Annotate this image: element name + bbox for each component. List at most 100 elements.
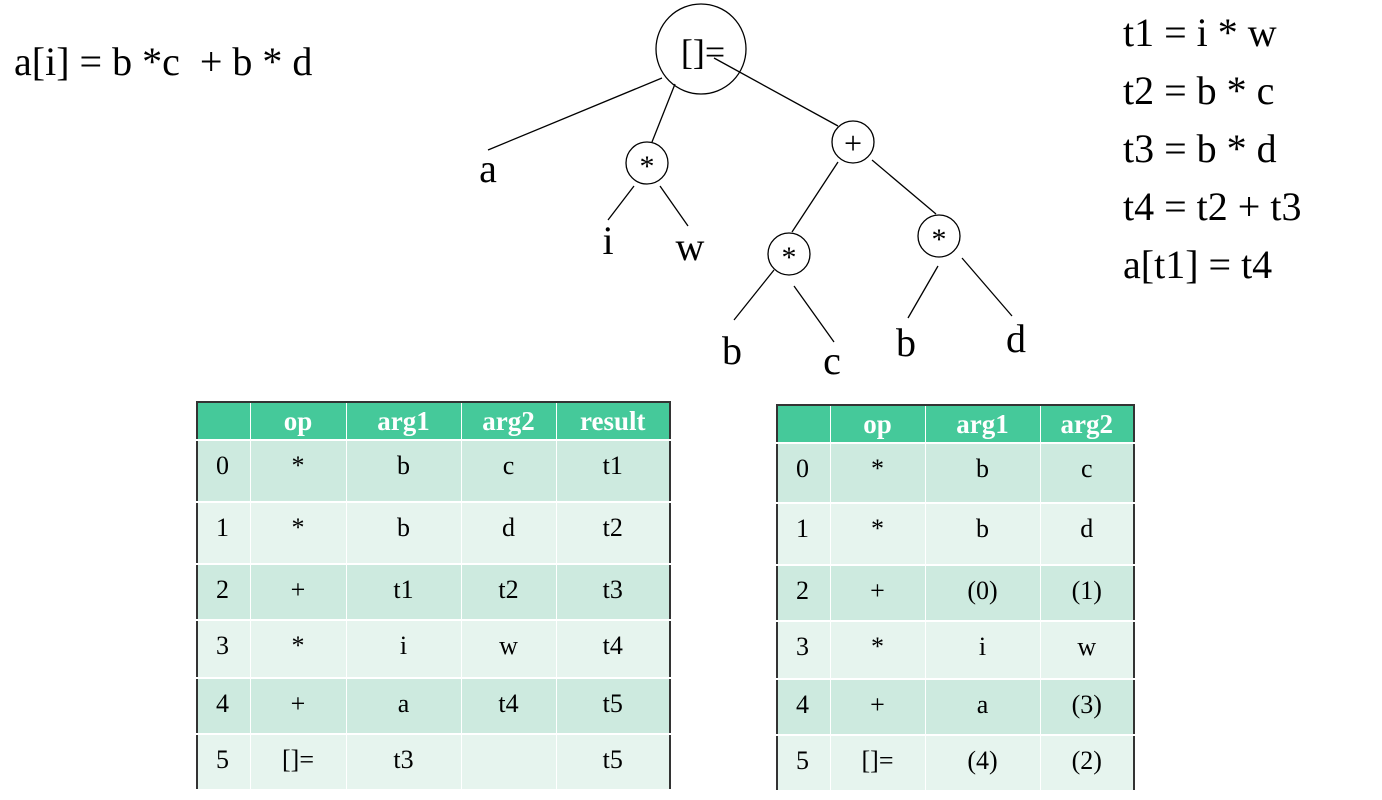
- cell-op: *: [830, 443, 926, 504]
- row-index: 5: [777, 735, 831, 792]
- tac-line: a[t1] = t4: [1123, 242, 1273, 287]
- cell-arg2: [461, 734, 557, 791]
- cell-op: []=: [830, 735, 926, 792]
- cell-arg2: (3): [1040, 679, 1135, 736]
- cell-op: +: [250, 564, 347, 621]
- tac-line: t1 = i * w: [1123, 10, 1277, 55]
- edge-mul3-d: [961, 257, 1013, 317]
- row-index: 4: [197, 678, 251, 735]
- cell-result: t1: [556, 440, 671, 503]
- tree-node-a: a: [479, 146, 497, 191]
- mul2-node-circle: [767, 232, 811, 276]
- cell-op: []=: [250, 734, 347, 791]
- cell-arg1: (4): [925, 735, 1041, 792]
- cell-op: *: [250, 502, 347, 565]
- cell-arg1: a: [925, 679, 1041, 736]
- row-index: 3: [777, 621, 831, 680]
- cell-arg2: t4: [461, 678, 557, 735]
- cell-result: t2: [556, 502, 671, 565]
- edge-plus-mul2: [791, 161, 839, 233]
- triples-table: op arg1 arg2 0 * b c 1 * b d 2 + (0) (1)…: [776, 404, 1135, 792]
- cell-op: *: [830, 621, 926, 680]
- plus-node-circle: [831, 120, 875, 164]
- cell-result: t4: [556, 620, 671, 679]
- row-index: 0: [777, 443, 831, 504]
- cell-result: t5: [556, 678, 671, 735]
- cell-arg2: d: [1040, 503, 1135, 566]
- tree-node-plus: +: [844, 125, 862, 161]
- tree-node-circles: [625, 3, 961, 276]
- edge-root-mul1: [651, 83, 676, 143]
- row-index: 1: [777, 503, 831, 566]
- table-row: 1 * b d t2: [197, 502, 671, 565]
- row-index: 4: [777, 679, 831, 736]
- table-row: 0 * b c: [777, 443, 1135, 504]
- table-row: 3 * i w: [777, 621, 1135, 680]
- cell-arg2: w: [461, 620, 557, 679]
- row-index: 1: [197, 502, 251, 565]
- edge-root-a: [487, 77, 663, 151]
- row-index: 5: [197, 734, 251, 791]
- mul1-node-circle: [625, 141, 669, 185]
- cell-arg2: c: [1040, 443, 1135, 504]
- cell-op: *: [250, 620, 347, 679]
- root-node-circle: [655, 3, 747, 95]
- table-row: 2 + (0) (1): [777, 565, 1135, 622]
- cell-arg2: (1): [1040, 565, 1135, 622]
- row-index: 2: [197, 564, 251, 621]
- tree-node-root: []=: [681, 32, 725, 72]
- table-header-row: op arg1 arg2: [777, 405, 1135, 444]
- table-row: 1 * b d: [777, 503, 1135, 566]
- tree-node-mul2: *: [782, 241, 797, 274]
- row-index: 3: [197, 620, 251, 679]
- cell-arg2: t2: [461, 564, 557, 621]
- edge-mul1-w: [659, 185, 689, 227]
- header-op: op: [250, 402, 347, 441]
- cell-arg1: i: [925, 621, 1041, 680]
- quadruples-table: op arg1 arg2 result 0 * b c t1 1 * b d t…: [196, 401, 671, 791]
- three-address-code: t1 = i * w t2 = b * c t3 = b * d t4 = t2…: [1123, 4, 1301, 294]
- header-op: op: [830, 405, 926, 444]
- tac-line: t2 = b * c: [1123, 68, 1275, 113]
- cell-arg1: b: [925, 503, 1041, 566]
- table-row: 4 + a (3): [777, 679, 1135, 736]
- cell-arg1: i: [346, 620, 462, 679]
- cell-arg1: b: [925, 443, 1041, 504]
- table-row: 4 + a t4 t5: [197, 678, 671, 735]
- edge-plus-mul3: [871, 159, 937, 215]
- cell-arg2: w: [1040, 621, 1135, 680]
- header-arg1: arg1: [925, 405, 1041, 444]
- cell-arg1: b: [346, 502, 462, 565]
- tree-node-w: w: [676, 224, 705, 269]
- tree-node-mul1: *: [640, 150, 655, 183]
- tac-line: t3 = b * d: [1123, 126, 1277, 171]
- header-arg2: arg2: [1040, 405, 1135, 444]
- cell-arg1: (0): [925, 565, 1041, 622]
- cell-arg1: t3: [346, 734, 462, 791]
- cell-arg2: (2): [1040, 735, 1135, 792]
- cell-arg1: a: [346, 678, 462, 735]
- tree-node-c: c: [823, 338, 841, 383]
- cell-result: t5: [556, 734, 671, 791]
- source-expression: a[i] = b *c + b * d: [14, 39, 313, 84]
- mul3-node-circle: [917, 214, 961, 258]
- tac-line: t4 = t2 + t3: [1123, 184, 1302, 229]
- header-index: [197, 402, 251, 441]
- header-result: result: [556, 402, 671, 441]
- cell-op: +: [250, 678, 347, 735]
- table-row: 2 + t1 t2 t3: [197, 564, 671, 621]
- edge-root-plus: [713, 57, 839, 127]
- table-row: 3 * i w t4: [197, 620, 671, 679]
- tree-edges: [487, 57, 1013, 343]
- header-arg2: arg2: [461, 402, 557, 441]
- row-index: 0: [197, 440, 251, 503]
- edge-mul2-b: [733, 269, 775, 321]
- tree-node-i: i: [602, 218, 613, 263]
- tree-node-d: d: [1006, 316, 1026, 361]
- tree-node-b2: b: [896, 320, 916, 365]
- table-row: 5 []= (4) (2): [777, 735, 1135, 792]
- header-index: [777, 405, 831, 444]
- cell-arg1: t1: [346, 564, 462, 621]
- table-row: 0 * b c t1: [197, 440, 671, 503]
- cell-arg2: d: [461, 502, 557, 565]
